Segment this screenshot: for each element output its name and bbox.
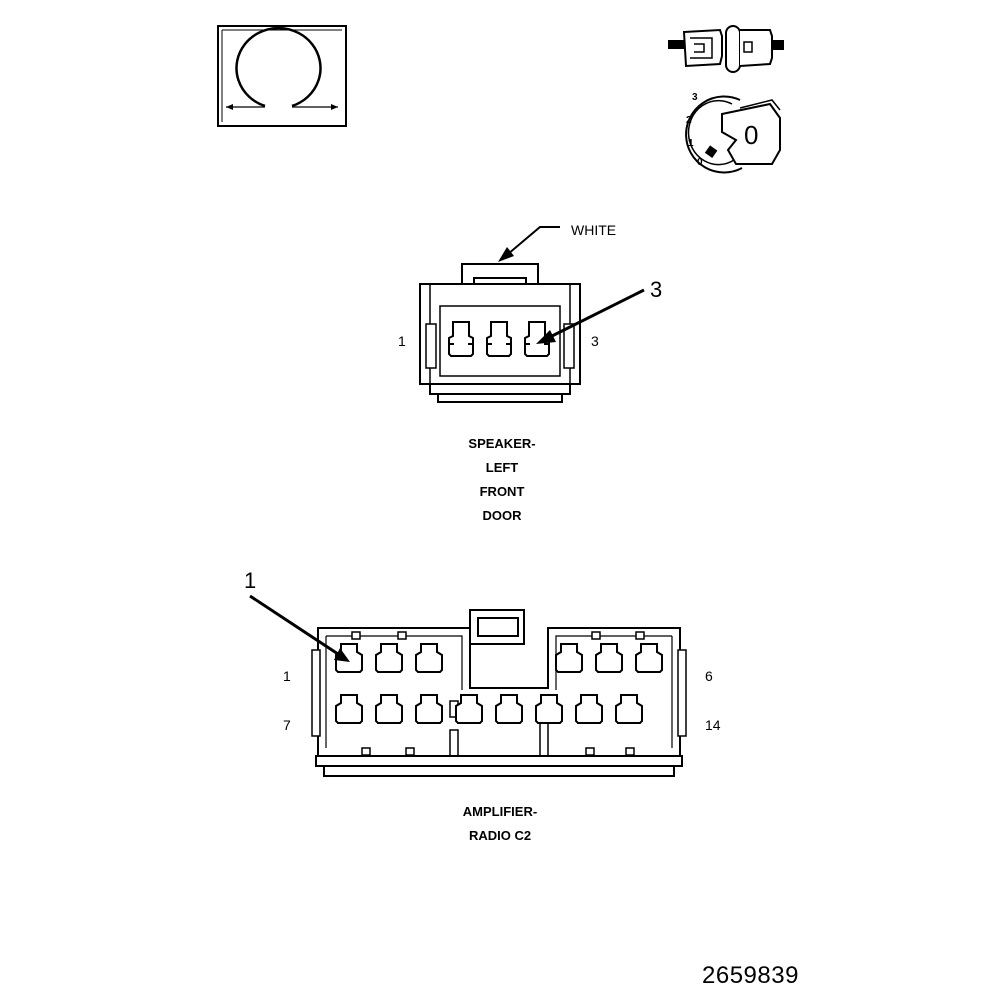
- speaker-pin-1-label: 1: [398, 333, 406, 349]
- amplifier-connector: [311, 609, 687, 777]
- callout-3-arrow: [536, 288, 645, 344]
- speaker-cavity: [448, 321, 474, 357]
- caption-line: SPEAKER-: [468, 436, 536, 451]
- callout-1-label: 1: [244, 568, 257, 593]
- speaker-cavity: [486, 321, 512, 357]
- key-position-1: 1: [688, 138, 694, 149]
- callout-3-label: 3: [650, 277, 663, 302]
- caption-line: FRONT: [479, 484, 525, 499]
- speaker-cavities: [448, 321, 550, 357]
- figure-id: 2659839: [702, 962, 799, 989]
- speaker-pin-3-label: 3: [591, 333, 599, 349]
- amplifier-connector-caption: AMPLIFIER- RADIO C2: [440, 800, 560, 848]
- omega-resistance-icon: [217, 25, 347, 127]
- caption-line: AMPLIFIER-: [462, 804, 538, 819]
- key-position-2: 2: [686, 115, 692, 126]
- callout-1-arrow: [249, 594, 350, 662]
- connector-plug-icon: [668, 25, 784, 73]
- amp-pin-1-label: 1: [283, 668, 291, 684]
- caption-line: DOOR: [482, 508, 522, 523]
- caption-line: LEFT: [485, 460, 519, 475]
- amp-pin-7-label: 7: [283, 717, 291, 733]
- key-position-3: 3: [692, 92, 698, 103]
- connector-color-label: WHITE: [571, 222, 617, 238]
- caption-line: RADIO C2: [468, 828, 532, 843]
- key-label: 0: [744, 120, 759, 150]
- ignition-key-icon: [685, 95, 781, 174]
- key-position-0: 0: [697, 157, 703, 168]
- amp-pin-6-label: 6: [705, 668, 713, 684]
- amp-pin-14-label: 14: [705, 717, 721, 733]
- white-leader-arrow: [498, 226, 560, 262]
- speaker-connector-caption: SPEAKER- LEFT FRONT DOOR: [442, 432, 562, 528]
